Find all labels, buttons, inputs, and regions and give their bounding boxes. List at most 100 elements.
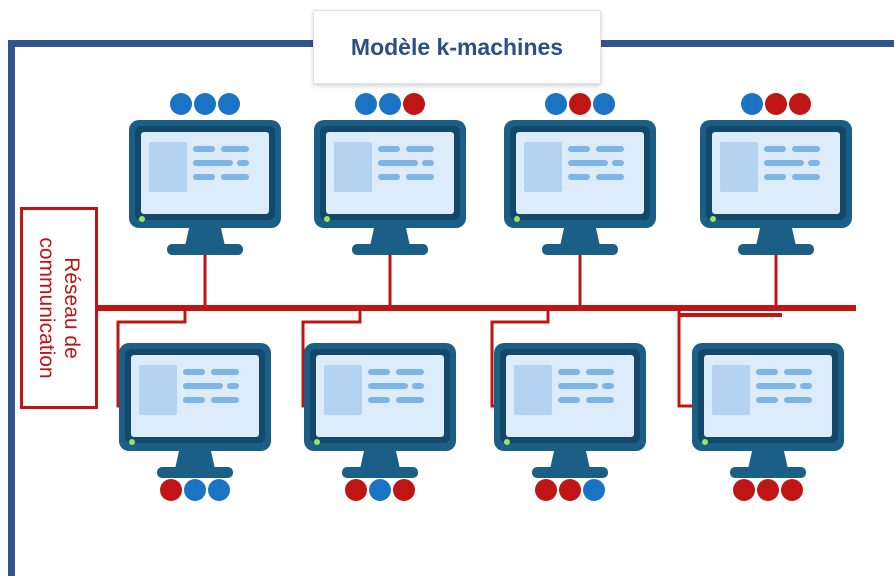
screen-line (378, 160, 418, 166)
power-led-icon (139, 216, 145, 222)
screen-line (756, 397, 778, 403)
monitor-stand (756, 228, 796, 246)
monitor-stand (748, 451, 788, 469)
blue-dot (379, 93, 401, 115)
monitor-base (532, 467, 608, 478)
top-machine-dots (545, 93, 615, 115)
bottom-machine-dots (535, 479, 605, 501)
power-led-icon (702, 439, 708, 445)
screen-line (368, 369, 390, 375)
power-led-icon (129, 439, 135, 445)
monitor-stand (550, 451, 590, 469)
screen-line (756, 369, 778, 375)
screen-line (612, 160, 624, 166)
network-box: Réseau de communication (20, 207, 98, 409)
screen-line (368, 397, 390, 403)
screen-line (368, 383, 408, 389)
screen-image-block (324, 365, 362, 415)
screen-line (227, 383, 239, 389)
screen-line (596, 146, 624, 152)
screen-line (193, 174, 215, 180)
red-dot (757, 479, 779, 501)
screen-line (221, 174, 249, 180)
top-machine-monitor (504, 120, 656, 255)
monitor-base (167, 244, 243, 255)
red-dot (393, 479, 415, 501)
screen-line (406, 146, 434, 152)
top-machine-monitor (700, 120, 852, 255)
power-led-icon (504, 439, 510, 445)
screen-line (183, 383, 223, 389)
diagram-title: Modèle k-machines (350, 33, 564, 60)
bottom-machine-monitor (119, 343, 271, 478)
bottom-machine-monitor (494, 343, 646, 478)
screen-line (396, 369, 424, 375)
screen-line (183, 397, 205, 403)
top-machine-monitor (314, 120, 466, 255)
screen-line (406, 174, 434, 180)
screen-line (792, 174, 820, 180)
top-machine-monitor (129, 120, 281, 255)
screen-image-block (139, 365, 177, 415)
screen-line (756, 383, 796, 389)
monitor-base (342, 467, 418, 478)
screen-line (211, 369, 239, 375)
network-label-line2: communication (35, 237, 58, 379)
screen-line (568, 160, 608, 166)
screen-line (558, 369, 580, 375)
blue-dot (170, 93, 192, 115)
screen-line (568, 174, 590, 180)
monitor-stand (360, 451, 400, 469)
bottom-machine-dots (345, 479, 415, 501)
screen-line (792, 146, 820, 152)
screen-image-block (334, 142, 372, 192)
screen-image-block (514, 365, 552, 415)
screen-line (221, 146, 249, 152)
blue-dot (208, 479, 230, 501)
screen-line (784, 369, 812, 375)
power-led-icon (314, 439, 320, 445)
screen-line (808, 160, 820, 166)
red-dot (403, 93, 425, 115)
frame-top-right-line (598, 40, 894, 47)
monitor-base (542, 244, 618, 255)
blue-dot (593, 93, 615, 115)
screen-image-block (712, 365, 750, 415)
screen-line (800, 383, 812, 389)
top-machine-dots (170, 93, 240, 115)
bottom-machine-dots (160, 479, 230, 501)
monitor-base (730, 467, 806, 478)
screen-line (211, 397, 239, 403)
blue-dot (355, 93, 377, 115)
screen-line (378, 174, 400, 180)
red-dot (733, 479, 755, 501)
red-dot (160, 479, 182, 501)
monitor-stand (185, 228, 225, 246)
network-label-line1: Réseau de (60, 257, 83, 359)
bottom-machine-monitor (692, 343, 844, 478)
red-dot (535, 479, 557, 501)
blue-dot (583, 479, 605, 501)
power-led-icon (514, 216, 520, 222)
screen-line (764, 160, 804, 166)
screen-line (412, 383, 424, 389)
red-dot (765, 93, 787, 115)
bottom-machine-dots (733, 479, 803, 501)
red-dot (569, 93, 591, 115)
screen-line (396, 397, 424, 403)
screen-line (568, 146, 590, 152)
red-dot (781, 479, 803, 501)
top-machine-dots (355, 93, 425, 115)
red-dot (345, 479, 367, 501)
screen-line (764, 174, 786, 180)
screen-image-block (720, 142, 758, 192)
blue-dot (218, 93, 240, 115)
red-dot (559, 479, 581, 501)
screen-line (237, 160, 249, 166)
monitor-base (157, 467, 233, 478)
blue-dot (184, 479, 206, 501)
screen-line (558, 383, 598, 389)
monitor-base (738, 244, 814, 255)
monitor-base (352, 244, 428, 255)
